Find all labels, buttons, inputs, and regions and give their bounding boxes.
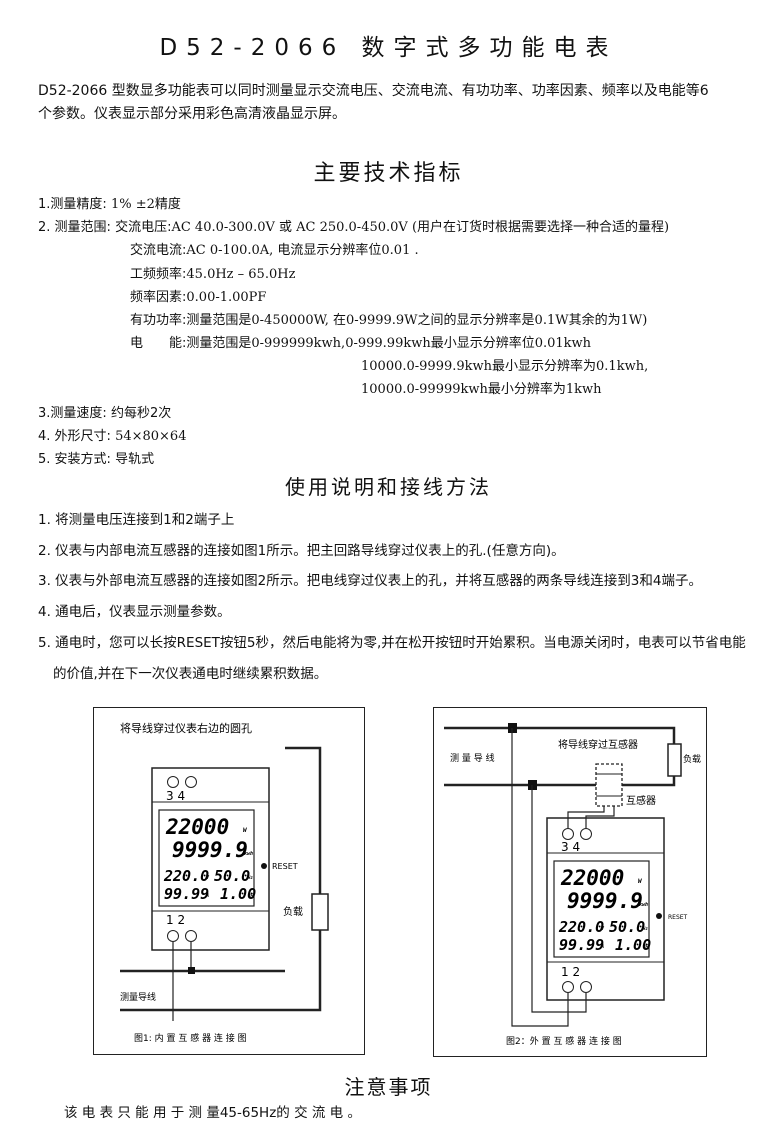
- fig1-lcd-frequency: 50.0: [214, 867, 250, 885]
- fig2-terminal-3-icon: [562, 828, 574, 840]
- fig2-ct-icon: [595, 763, 623, 807]
- fig1-wire-label: 测量导线: [120, 991, 156, 1003]
- fig2-wire-return: [444, 776, 676, 787]
- fig2-reset-label: RESET: [668, 914, 688, 921]
- fig2-caption: 图2：外 置 互 感 器 连 接 图: [506, 1035, 622, 1047]
- fig1-terminal-2-icon: [185, 930, 197, 942]
- fig1-reset-button-icon[interactable]: [261, 863, 267, 869]
- fig2-terminal-1-icon: [562, 981, 574, 993]
- figure-1: 将导线穿过仪表右边的圆孔 3 4 1 2 22000 W 9999.9 kwh …: [93, 707, 365, 1055]
- fig1-load-icon: [311, 893, 329, 931]
- fig2-lcd-power: 22000: [560, 866, 624, 890]
- fig2-terminal-bottom-label: 1 2: [561, 965, 580, 979]
- spec-energy-2: 10000.0-9999.9kwh最小显示分辨率为0.1kwh,: [361, 359, 649, 374]
- figure-1-diagram: 将导线穿过仪表右边的圆孔 3 4 1 2 22000 W 9999.9 kwh …: [120, 721, 329, 1044]
- fig1-lcd-readings: 22000 W 9999.9 kwh 220.0 V 50.0 Hz 99.99…: [163, 815, 256, 903]
- fig1-reset-label: RESET: [272, 862, 298, 871]
- usage-item-1: 1. 将测量电压连接到1和2端子上: [38, 512, 235, 528]
- intro-line-1: D52-2066 型数显多功能表可以同时测量显示交流电压、交流电流、有功功率、功…: [38, 83, 709, 99]
- spec-speed: 3.测量速度: 约每秒2次: [38, 406, 172, 421]
- fig2-lcd-pf-unit: PF: [643, 944, 648, 949]
- spec-current: 交流电流:AC 0-100.0A, 电流显示分辨率位0.01 .: [130, 243, 419, 258]
- notes-text: 该 电 表 只 能 用 于 测 量45-65Hz的 交 流 电 。: [64, 1105, 361, 1121]
- fig1-lcd-pf-unit: PF: [248, 893, 253, 898]
- usage-item-5: 5. 通电时，您可以长按RESET按钮5秒，然后电能将为零,并在松开按钮时开始累…: [38, 635, 746, 651]
- spec-range: 2. 测量范围: 交流电压:AC 40.0-300.0V 或 AC 250.0-…: [38, 220, 670, 235]
- usage-heading: 使用说明和接线方法: [285, 475, 492, 499]
- fig1-load-label: 负载: [283, 905, 303, 918]
- spec-frequency: 工频频率:45.0Hz – 65.0Hz: [130, 267, 296, 282]
- fig2-lcd-energy-unit: kwh: [639, 902, 648, 908]
- fig2-load-icon: [667, 743, 682, 777]
- fig2-lcd-pf: 1.00: [615, 936, 651, 954]
- notes-heading: 注意事项: [344, 1075, 433, 1099]
- usage-item-3: 3. 仪表与外部电流互感器的连接如图2所示。把电线穿过仪表上的孔，并将互感器的两…: [38, 573, 702, 589]
- fig1-note: 将导线穿过仪表右边的圆孔: [120, 721, 252, 735]
- page-title: D52-2066 数字式多功能电表: [159, 35, 618, 61]
- specs-heading: 主要技术指标: [313, 161, 464, 186]
- spec-active-power: 有功功率:测量范围是0-450000W, 在0-9999.9W之间的显示分辨率是…: [130, 313, 648, 328]
- usage-item-5-cont: 的价值,并在下一次仪表通电时继续累积数据。: [53, 666, 328, 682]
- fig1-terminal-top-label: 3 4: [166, 789, 185, 803]
- spec-accuracy: 1.测量精度: 1% ±2精度: [38, 197, 181, 212]
- fig2-lcd-voltage-unit: V: [601, 926, 605, 932]
- fig2-lcd-frequency: 50.0: [609, 918, 645, 936]
- fig2-lcd-energy: 9999.9: [567, 889, 643, 913]
- fig2-voltage-lead-1: [511, 728, 569, 1027]
- figure-2: 将导线穿过互感器 测 量 导 线 负载 互感器 3 4 1 2 22000 W …: [433, 707, 707, 1057]
- fig2-terminal-4-icon: [580, 828, 592, 840]
- fig2-lcd-power-unit: W: [638, 878, 643, 885]
- fig2-voltage-lead-2: [531, 785, 587, 1013]
- fig2-lcd: [553, 860, 650, 958]
- fig1-junction-icon: [188, 967, 195, 974]
- spec-power-factor: 频率因素:0.00-1.00PF: [130, 290, 267, 305]
- fig1-terminal-4-icon: [185, 776, 197, 788]
- fig2-wire-top: [444, 726, 676, 744]
- fig1-lcd: [158, 809, 255, 907]
- intro-line-2: 个参数。仪表显示部分采用彩色高清液晶显示屏。: [38, 106, 346, 122]
- usage-item-2: 2. 仪表与内部电流互感器的连接如图1所示。把主回路导线穿过仪表上的孔.(任意方…: [38, 543, 565, 559]
- fig2-load-label: 负载: [683, 753, 701, 765]
- fig1-lcd-current: 99.99: [164, 885, 209, 903]
- fig1-caption: 图1: 内 置 互 感 器 连 接 图: [134, 1032, 247, 1044]
- fig1-lcd-voltage: 220.0: [163, 867, 209, 885]
- fig2-ct-label: 互感器: [626, 794, 656, 807]
- fig2-lcd-voltage: 220.0: [558, 918, 604, 936]
- spec-size: 4. 外形尺寸: 54×80×64: [38, 429, 187, 444]
- fig2-lcd-readings: 22000 W 9999.9 kwh 220.0 V 50.0 Hz 99.99…: [558, 866, 651, 954]
- fig1-lcd-pf: 1.00: [220, 885, 256, 903]
- fig2-ct-lead-a: [567, 806, 605, 828]
- fig2-reset-button-icon[interactable]: [656, 913, 662, 919]
- fig1-lcd-frequency-unit: Hz: [247, 875, 253, 880]
- fig1-wire-bottom: [120, 930, 322, 1012]
- fig1-lcd-energy-unit: kwh: [244, 851, 253, 857]
- fig2-lcd-frequency-unit: Hz: [642, 926, 648, 931]
- figure-2-diagram: 将导线穿过互感器 测 量 导 线 负载 互感器 3 4 1 2 22000 W …: [444, 723, 701, 1047]
- fig2-lcd-current-unit: A: [600, 944, 604, 950]
- spec-install: 5. 安装方式: 导轨式: [38, 452, 155, 467]
- fig1-lcd-energy: 9999.9: [172, 838, 248, 862]
- fig1-wire-top: [285, 746, 322, 894]
- fig2-ct-lead-b: [585, 806, 615, 828]
- fig2-lcd-current: 99.99: [559, 936, 604, 954]
- fig1-terminal-1-icon: [167, 930, 179, 942]
- fig2-wire-label: 测 量 导 线: [450, 752, 495, 764]
- fig1-lcd-voltage-unit: V: [206, 875, 210, 881]
- fig2-note: 将导线穿过互感器: [558, 738, 638, 751]
- spec-energy: 电 能:测量范围是0-999999kwh,0-999.99kwh最小显示分辨率位…: [130, 336, 592, 351]
- fig1-terminal-3-icon: [167, 776, 179, 788]
- fig1-lcd-power: 22000: [165, 815, 229, 839]
- fig2-terminal-2-icon: [580, 981, 592, 993]
- fig1-terminal-bottom-label: 1 2: [166, 913, 185, 927]
- fig2-terminal-top-label: 3 4: [561, 840, 580, 854]
- usage-item-4: 4. 通电后，仪表显示测量参数。: [38, 604, 231, 620]
- fig1-lcd-current-unit: A: [205, 893, 209, 899]
- spec-energy-3: 10000.0-99999kwh最小分辨率为1kwh: [361, 382, 602, 397]
- fig1-lcd-power-unit: W: [243, 827, 248, 834]
